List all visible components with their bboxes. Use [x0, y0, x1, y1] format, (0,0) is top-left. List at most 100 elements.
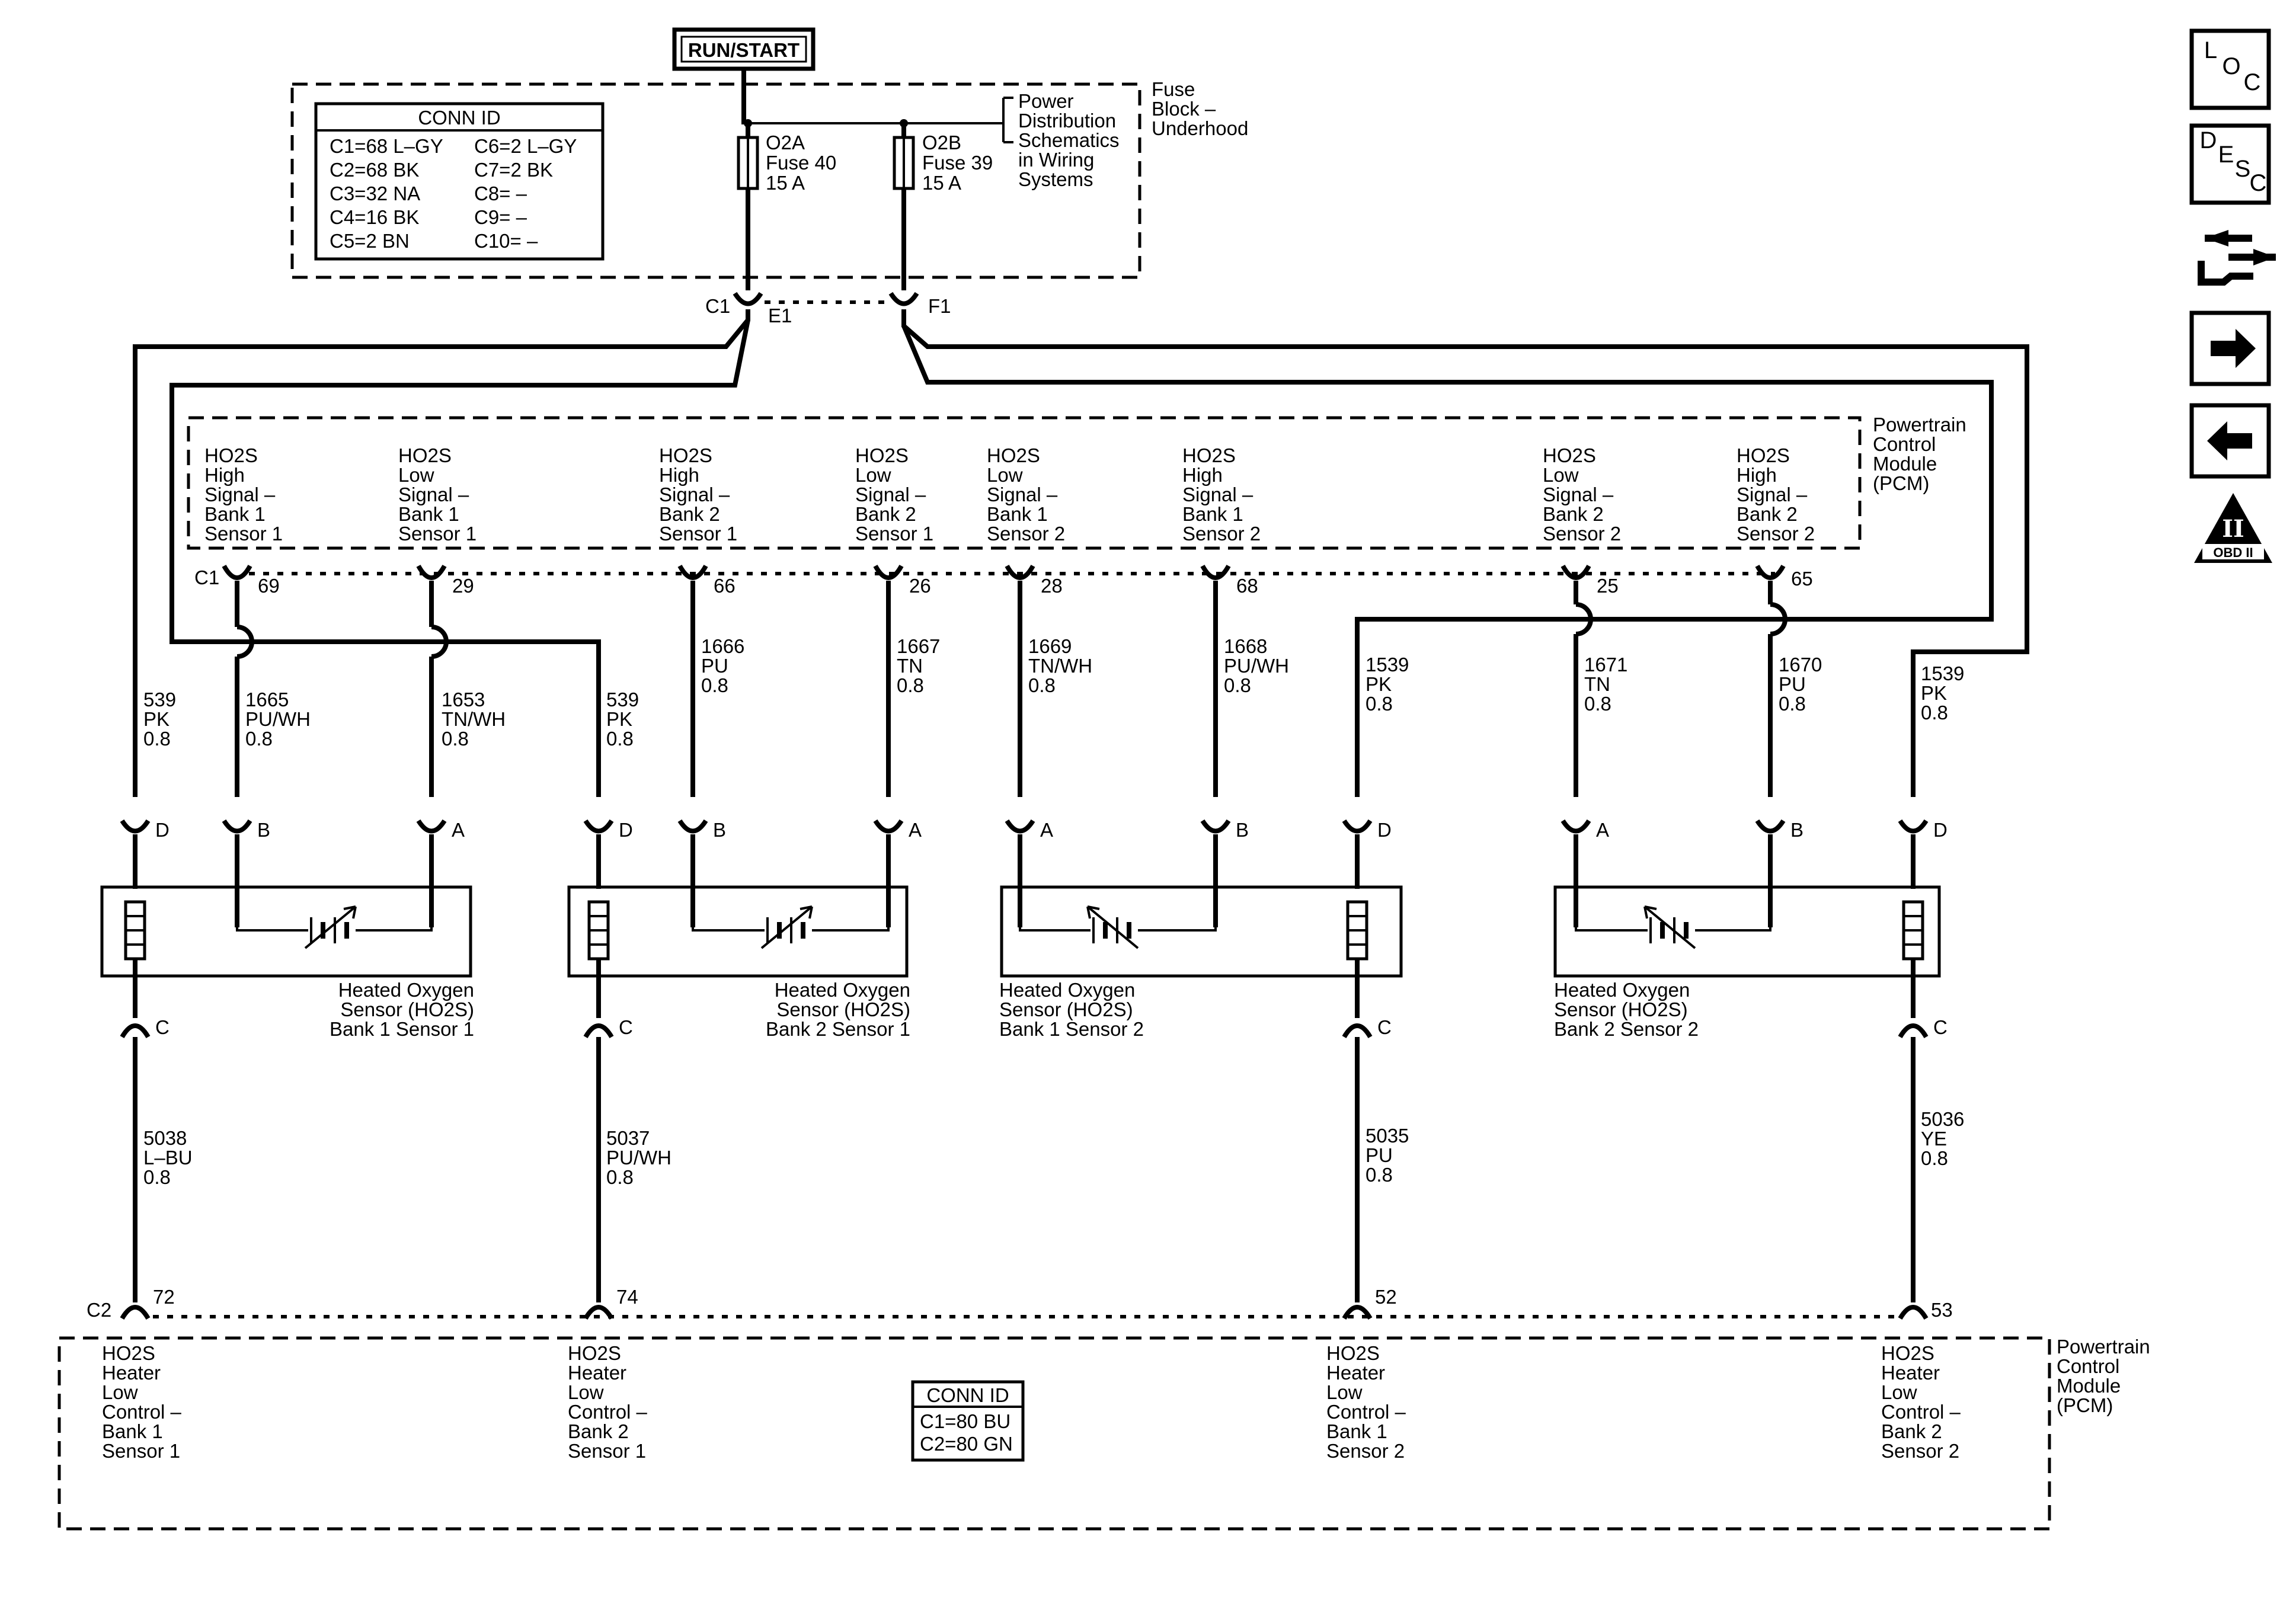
- svg-text:0.8: 0.8: [442, 728, 469, 750]
- loc-button[interactable]: L O C: [2189, 28, 2271, 110]
- fuse-label: 15 A: [922, 172, 961, 194]
- svg-text:Sensor 1: Sensor 1: [659, 523, 737, 545]
- circuit-label: 539 PK 0.8: [606, 689, 639, 750]
- svg-text:Signal –: Signal –: [398, 484, 469, 505]
- svg-text:C: C: [2244, 69, 2261, 95]
- svg-text:Bank 2: Bank 2: [1543, 503, 1604, 525]
- svg-text:0.8: 0.8: [1366, 693, 1393, 715]
- power-distribution-ref[interactable]: Distribution: [1018, 110, 1116, 132]
- svg-text:High: High: [1182, 464, 1223, 486]
- svg-text:539: 539: [143, 689, 176, 710]
- ho2s-sensor: [1553, 885, 1941, 991]
- svg-text:0.8: 0.8: [245, 728, 273, 750]
- conn-id-cell: C9= –: [474, 206, 527, 228]
- battery-cell-icon: [304, 905, 357, 949]
- svg-text:E: E: [2218, 142, 2234, 168]
- svg-text:0.8: 0.8: [1224, 674, 1251, 696]
- svg-text:TN: TN: [1584, 673, 1610, 695]
- pcm-signal-label: HO2S Low Signal – Bank 2 Sensor 1: [855, 444, 933, 545]
- svg-text:PU/WH: PU/WH: [1224, 655, 1289, 677]
- svg-text:0.8: 0.8: [1028, 674, 1056, 696]
- svg-text:26: 26: [909, 575, 931, 597]
- pcm-lower-label: HO2S Heater Low Control – Bank 1 Sensor …: [102, 1342, 182, 1462]
- svg-text:Sensor 1: Sensor 1: [204, 523, 283, 545]
- conn-id-cell: C6=2 L–GY: [474, 135, 577, 157]
- svg-text:Heater: Heater: [1326, 1362, 1385, 1384]
- conn-id-table-lower: CONN ID C1=80 BU C2=80 GN: [911, 1380, 1025, 1462]
- conn-id-cell: C7=2 BK: [474, 159, 553, 181]
- svg-text:Signal –: Signal –: [1182, 484, 1253, 505]
- svg-text:Bank 1: Bank 1: [102, 1420, 163, 1442]
- svg-text:1668: 1668: [1224, 635, 1267, 657]
- svg-text:Bank 2: Bank 2: [1881, 1420, 1942, 1442]
- svg-text:PK: PK: [143, 708, 170, 730]
- svg-text:HO2S: HO2S: [1182, 444, 1236, 466]
- next-page-button[interactable]: [2189, 311, 2271, 386]
- circuit-label: 5036 YE 0.8: [1921, 1108, 1964, 1169]
- svg-text:CONN ID: CONN ID: [926, 1384, 1009, 1406]
- pin-number: 52: [1375, 1286, 1397, 1308]
- pin-letter: B: [1790, 819, 1803, 841]
- svg-text:HO2S: HO2S: [1881, 1342, 1934, 1364]
- previous-page-button[interactable]: [2189, 403, 2271, 479]
- pcm-lower-label: HO2S Heater Low Control – Bank 2 Sensor …: [1881, 1342, 1961, 1462]
- svg-text:Signal –: Signal –: [204, 484, 276, 505]
- pcm-upper-title: Control: [1873, 433, 1936, 455]
- power-distribution-ref[interactable]: in Wiring: [1018, 149, 1094, 171]
- svg-text:Low: Low: [1543, 464, 1579, 486]
- battery-cell-icon: [1086, 905, 1139, 949]
- svg-text:Heater: Heater: [102, 1362, 161, 1384]
- pcm-upper-title: Module: [1873, 453, 1937, 475]
- svg-text:HO2S: HO2S: [855, 444, 909, 466]
- svg-text:TN: TN: [897, 655, 923, 677]
- svg-text:High: High: [204, 464, 245, 486]
- svg-text:0.8: 0.8: [701, 674, 728, 696]
- svg-text:Bank 2 Sensor 2: Bank 2 Sensor 2: [1554, 1018, 1699, 1040]
- svg-text:Bank 1 Sensor 2: Bank 1 Sensor 2: [999, 1018, 1144, 1040]
- battery-cell-icon: [760, 905, 813, 949]
- svg-text:Bank 2: Bank 2: [855, 503, 916, 525]
- obd-ii-icon[interactable]: II OBD II: [2194, 493, 2272, 563]
- svg-text:0.8: 0.8: [1584, 693, 1611, 715]
- svg-text:1669: 1669: [1028, 635, 1072, 657]
- svg-text:Control –: Control –: [102, 1401, 182, 1423]
- connector-repair-icon[interactable]: [2198, 230, 2276, 286]
- svg-text:HO2S: HO2S: [1737, 444, 1790, 466]
- svg-text:Heated Oxygen: Heated Oxygen: [1554, 979, 1690, 1001]
- pin-letter: C: [155, 1016, 170, 1038]
- svg-text:Control: Control: [2057, 1355, 2119, 1377]
- pin-letter: D: [155, 819, 170, 841]
- connector-label: C2: [87, 1299, 111, 1321]
- desc-button[interactable]: D E S C: [2189, 123, 2271, 205]
- signal-wire: 29: [416, 564, 474, 797]
- svg-text:PU/WH: PU/WH: [606, 1147, 671, 1169]
- svg-text:Signal –: Signal –: [659, 484, 730, 505]
- svg-text:C2=80 GN: C2=80 GN: [920, 1433, 1013, 1455]
- svg-text:Sensor 1: Sensor 1: [855, 523, 933, 545]
- svg-text:Sensor 2: Sensor 2: [1326, 1440, 1405, 1462]
- svg-text:68: 68: [1236, 575, 1258, 597]
- pin-letter: C: [1377, 1016, 1392, 1038]
- svg-text:0.8: 0.8: [143, 1166, 171, 1188]
- svg-text:25: 25: [1597, 575, 1619, 597]
- svg-text:PU: PU: [1366, 1144, 1393, 1166]
- svg-text:5037: 5037: [606, 1127, 650, 1149]
- pcm-signal-label: HO2S High Signal – Bank 1 Sensor 2: [1182, 444, 1261, 545]
- svg-text:Bank 2: Bank 2: [568, 1420, 629, 1442]
- svg-text:1539: 1539: [1921, 662, 1964, 684]
- pin-letter: D: [619, 819, 633, 841]
- svg-text:1539: 1539: [1366, 654, 1409, 676]
- svg-text:Module: Module: [2057, 1375, 2121, 1397]
- svg-text:PK: PK: [1921, 682, 1947, 704]
- conn-id-cell: C5=2 BN: [330, 230, 410, 252]
- svg-text:Signal –: Signal –: [1737, 484, 1808, 505]
- svg-text:High: High: [659, 464, 699, 486]
- svg-text:Low: Low: [102, 1381, 138, 1403]
- svg-text:L: L: [2204, 37, 2217, 63]
- pin-number: 72: [153, 1286, 175, 1308]
- power-distribution-ref[interactable]: Power: [1018, 90, 1074, 112]
- power-distribution-ref[interactable]: Schematics: [1018, 129, 1120, 151]
- power-distribution-ref[interactable]: Systems: [1018, 168, 1093, 190]
- svg-text:Bank 1: Bank 1: [1182, 503, 1243, 525]
